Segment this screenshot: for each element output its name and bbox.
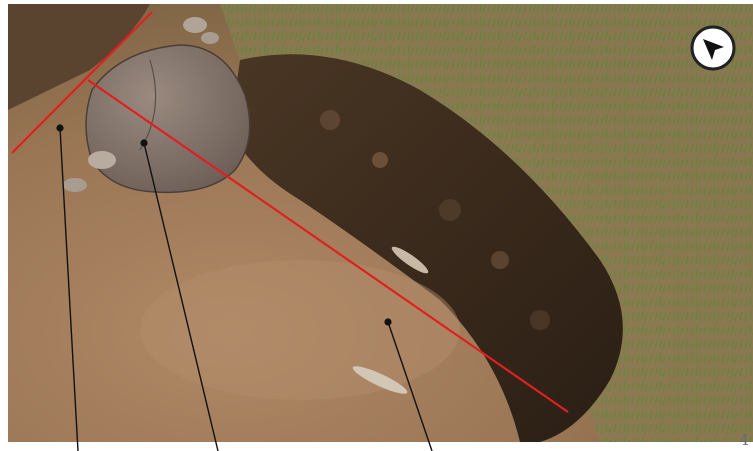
north-arrow-icon	[690, 25, 736, 71]
leader-line-floor	[384, 318, 433, 451]
photo	[8, 4, 753, 443]
leader-line-rock	[140, 139, 219, 451]
survey-line-upper	[11, 11, 153, 154]
leader-line-left	[56, 124, 79, 451]
page-number: 4	[739, 431, 749, 449]
survey-line-diagonal	[87, 79, 569, 413]
